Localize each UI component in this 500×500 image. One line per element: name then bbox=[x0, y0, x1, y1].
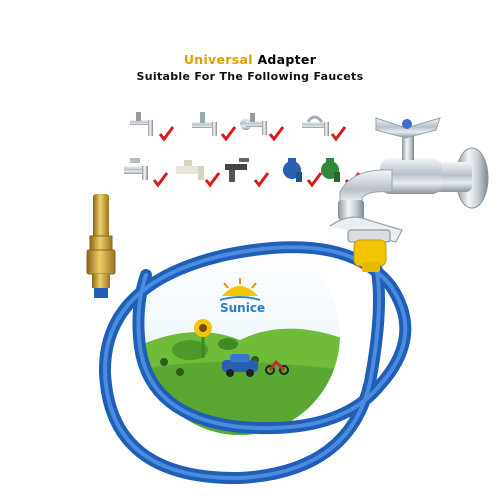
title-rest: Adapter bbox=[252, 52, 317, 67]
check-icon bbox=[204, 172, 221, 188]
wall-faucet bbox=[338, 117, 489, 220]
sunflower bbox=[194, 319, 212, 358]
title-highlight: Universal bbox=[183, 52, 253, 67]
product-subtitle: Suitable For The Following Faucets bbox=[136, 70, 364, 83]
faucet-icon bbox=[124, 158, 169, 188]
faucet-icon bbox=[225, 158, 270, 188]
sun-logo bbox=[219, 278, 261, 301]
faucet-icon bbox=[130, 112, 175, 142]
faucet-grid bbox=[124, 112, 361, 188]
faucet-icon bbox=[176, 160, 221, 188]
faucet-connector bbox=[329, 216, 403, 272]
faucet-icon bbox=[302, 115, 347, 142]
check-icon bbox=[152, 172, 169, 188]
check-icon bbox=[306, 172, 323, 188]
faucet-icon bbox=[240, 113, 285, 142]
garden-hose bbox=[98, 241, 412, 485]
brand-name: Sunice bbox=[220, 301, 265, 315]
faucet-icon bbox=[283, 158, 323, 188]
check-icon bbox=[268, 126, 285, 142]
product-title: Universal Adapter bbox=[0, 52, 500, 67]
check-icon bbox=[330, 126, 347, 142]
car bbox=[222, 354, 258, 377]
check-icon bbox=[220, 126, 237, 142]
brass-nozzle bbox=[86, 194, 116, 298]
faucet-icon bbox=[192, 112, 237, 142]
motorcycle bbox=[265, 359, 289, 375]
check-icon bbox=[253, 172, 270, 188]
check-icon bbox=[158, 126, 175, 142]
